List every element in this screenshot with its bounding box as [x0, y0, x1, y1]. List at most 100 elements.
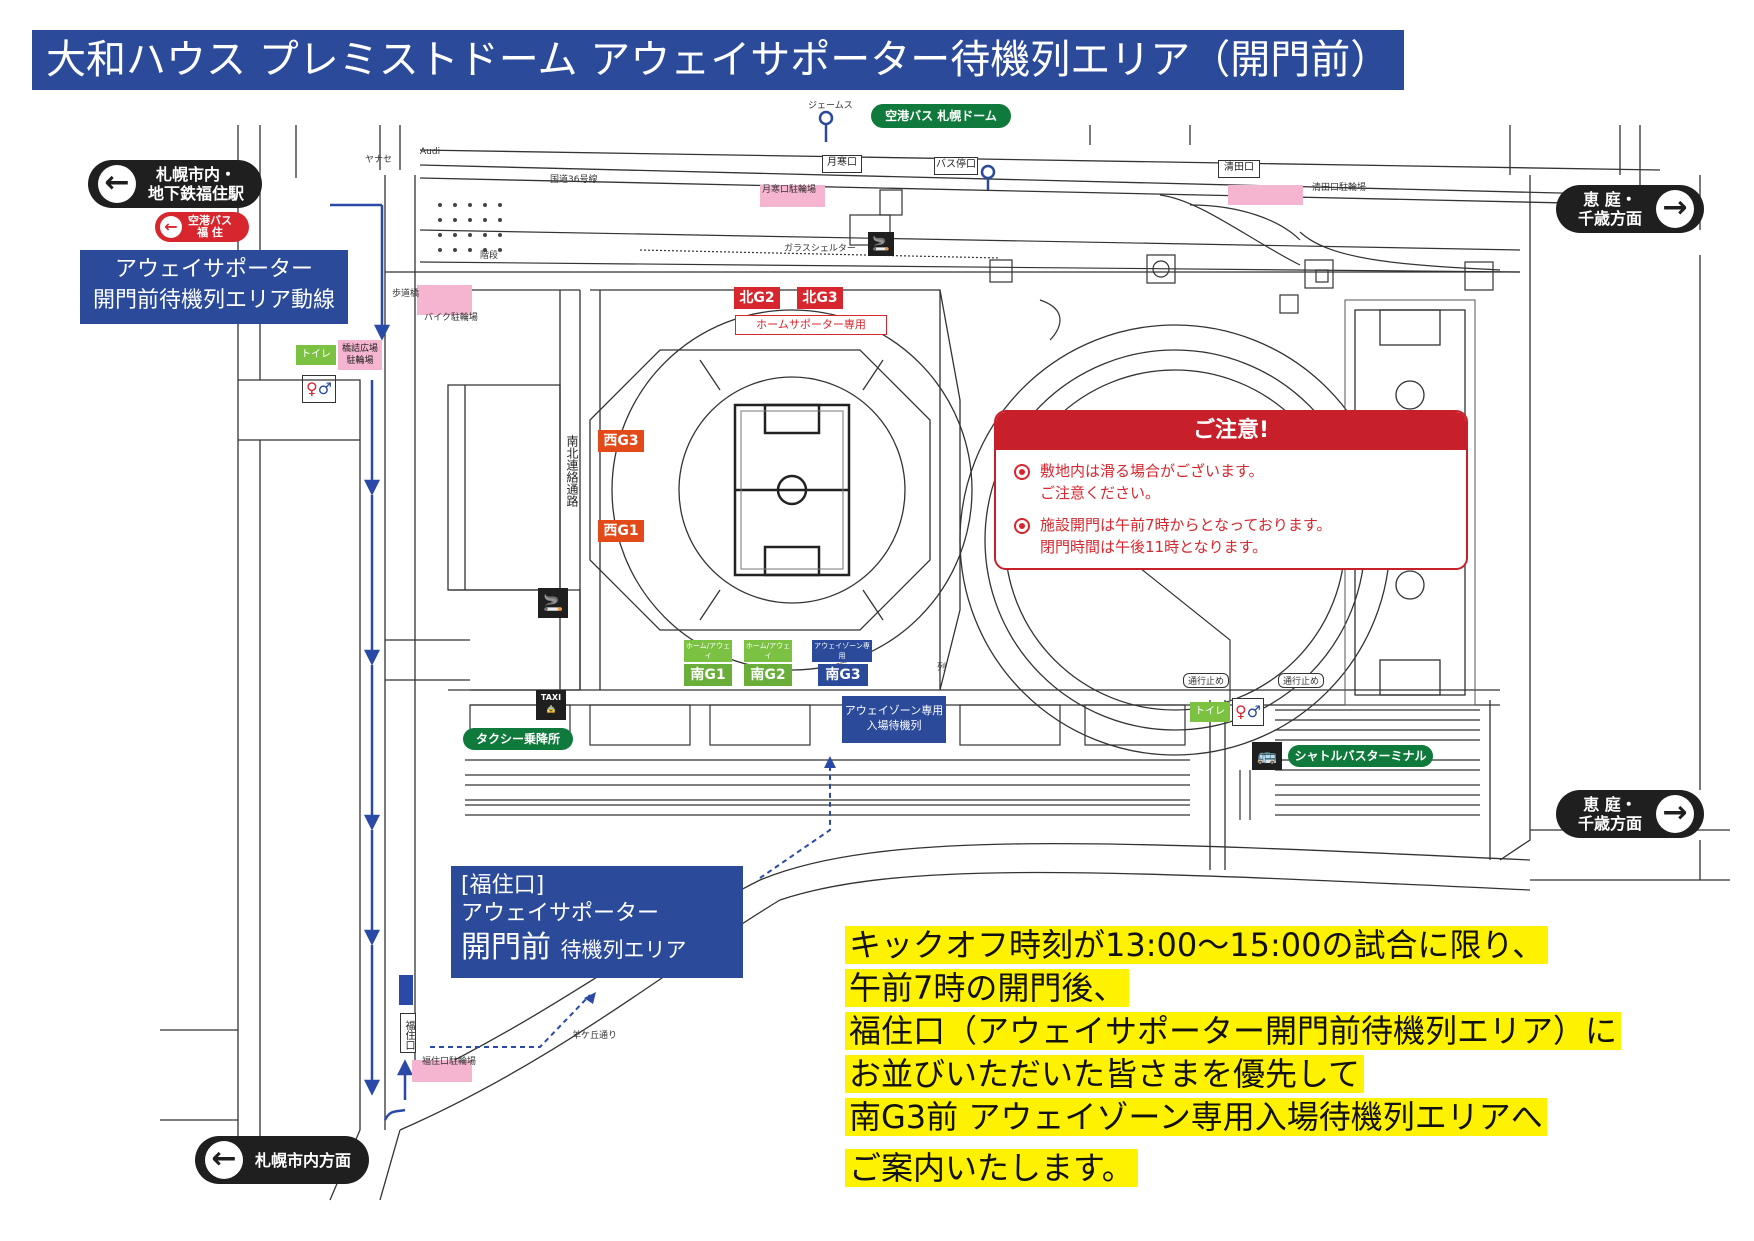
- taxi-icon-label: TAXI: [540, 693, 562, 702]
- label-ns-corridor: 南北連絡通路: [565, 435, 579, 507]
- gate-west-g3: 西G3: [598, 430, 644, 452]
- label-yanase: ヤナセ: [365, 155, 393, 165]
- bridge-plaza-bike-parking: 橋詰広場 駐輪場: [338, 340, 382, 370]
- label-stairs: 階段: [480, 251, 499, 261]
- legend-line1: アウェイサポーター: [114, 257, 313, 282]
- notice-line-5: 南G3前 アウェイゾーン専用入場待機列エリアへ: [845, 1097, 1547, 1137]
- direction-sapporo-fukuzumi: ← 札幌市内・地下鉄福住駅: [88, 160, 263, 208]
- away-zone-waiting-line-box: アウェイゾーン専用 入場待機列: [842, 696, 946, 743]
- gate-fukuzumi: 福住口: [400, 1013, 416, 1053]
- gate-kiyota: 清田口: [1218, 160, 1260, 178]
- waiting-area-gate: [福住口]: [461, 873, 545, 898]
- south-g2-note: ホーム/アウェイサポーター: [744, 640, 792, 670]
- direction-eniwa-chitose-mid: 恵 庭・千歳方面 →: [1556, 790, 1705, 838]
- label-row: 列: [937, 663, 947, 673]
- gate-bus-stop: バス停口: [934, 157, 978, 175]
- south-g3-note: アウェイゾーン専用入場口: [812, 640, 872, 670]
- smoking-area-icon: 🚬: [868, 232, 894, 256]
- zone-box-line2: 入場待機列: [866, 719, 922, 732]
- notice-text: 南G3前 アウェイゾーン専用入場待機列エリアへ: [845, 1098, 1547, 1136]
- toilet-label-right: トイレ: [1190, 702, 1230, 722]
- gate-north-g2: 北G2: [734, 287, 780, 309]
- caution-item-2-l1: 施設開門は午前7時からとなっております。: [1040, 516, 1332, 534]
- airport-bus-destination: 福 住: [197, 226, 223, 239]
- notice-text: ご案内いたします。: [845, 1149, 1138, 1187]
- shuttle-bus-terminal-badge: シャトルバスターミナル: [1288, 745, 1433, 767]
- label-glass-shelter: ガラスシェルター: [784, 244, 856, 254]
- arrow-right-icon: →: [1656, 190, 1695, 228]
- gate-south-g3: 南G3: [818, 664, 868, 686]
- waiting-area-supporters: アウェイサポーター: [461, 901, 660, 926]
- restroom-icon-right: ♀♂: [1232, 698, 1264, 726]
- bridge-plaza-bike-l2: 駐輪場: [346, 356, 374, 366]
- caution-item-1: 敷地内は滑る場合がございます。ご注意ください。: [1014, 460, 1466, 504]
- direction-label: 札幌市内方面: [255, 1150, 352, 1170]
- label-fukuzumi-bike: 福住口駐輪場: [422, 1057, 477, 1067]
- caution-box: ご注意! 敷地内は滑る場合がございます。ご注意ください。 施設開門は午前7時から…: [994, 410, 1468, 570]
- note-line1: ホーム/アウェイ: [685, 642, 731, 660]
- label-audi: Audi: [420, 147, 441, 157]
- label-bike-parking: バイク駐輪場: [424, 313, 478, 323]
- notice-line-2: 午前7時の開門後、: [845, 968, 1130, 1008]
- arrow-left-icon: ←: [160, 216, 182, 238]
- restroom-icon: ♀♂: [302, 375, 336, 403]
- bus-icon: 🚌: [1252, 742, 1282, 770]
- smoking-area-icon-west: 🚬: [538, 588, 568, 618]
- direction-label-line2: 千歳方面: [1578, 209, 1643, 228]
- home-supporters-only-label: ホームサポーター専用: [735, 315, 887, 335]
- gate-tsukisamu: 月寒口: [822, 155, 862, 173]
- arrow-left-icon: ←: [98, 165, 136, 203]
- gate-south-g2: 南G2: [744, 664, 792, 686]
- away-route-legend: アウェイサポーター 開門前待機列エリア動線: [80, 250, 348, 324]
- airport-bus-dome-badge: 空港バス 札幌ドーム: [871, 104, 1011, 128]
- notice-text: 午前7時の開門後、: [845, 969, 1130, 1007]
- road-closed-2: 通行止め: [1278, 673, 1325, 688]
- caution-item-2: 施設開門は午前7時からとなっております。閉門時間は午後11時となります。: [1014, 514, 1466, 558]
- label-route36: 国道36号線: [550, 175, 598, 185]
- notice-line-3: 福住口（アウェイサポーター開門前待機列エリア）に: [845, 1011, 1622, 1051]
- notice-line-1: キックオフ時刻が13:00〜15:00の試合に限り、: [845, 925, 1549, 965]
- gate-north-g3: 北G3: [797, 287, 843, 309]
- notice-line-6: ご案内いたします。: [845, 1148, 1138, 1188]
- label-tsukisamu-bike: 月寒口駐輪場: [762, 185, 817, 195]
- notice-text: キックオフ時刻が13:00〜15:00の試合に限り、: [845, 926, 1549, 964]
- direction-label-line1: 恵 庭・: [1583, 795, 1637, 814]
- label-kiyota-bike: 清田口駐輪場: [1312, 183, 1367, 193]
- direction-label-line1: 札幌市内・: [156, 165, 237, 184]
- direction-sapporo-city: ← 札幌市内方面: [195, 1136, 370, 1184]
- caution-item-1-l2: ご注意ください。: [1040, 484, 1161, 502]
- bullet-icon: [1014, 518, 1030, 534]
- arrow-left-icon: ←: [205, 1141, 243, 1179]
- caution-item-2-l2: 閉門時間は午後11時となります。: [1040, 538, 1268, 556]
- waiting-area-line: 待機列エリア: [560, 938, 687, 962]
- airport-bus-label: 空港バス: [188, 214, 232, 227]
- fukuzumi-waiting-area-box: [福住口] アウェイサポーター 開門前 待機列エリア: [451, 866, 743, 978]
- taxi-icon: TAXI🚖: [536, 690, 566, 720]
- toilet-label-left: トイレ: [296, 345, 336, 365]
- zone-box-line1: アウェイゾーン専用: [844, 704, 944, 717]
- label-hitsujigaoka-street: 羊ケ丘通り: [572, 1031, 618, 1041]
- label-james: ジェームス: [808, 101, 853, 111]
- legend-line2: 開門前待機列エリア動線: [92, 288, 335, 313]
- bullet-icon: [1014, 464, 1030, 480]
- arrow-right-icon: →: [1656, 795, 1695, 833]
- note-line1: アウェイゾーン専用: [814, 642, 870, 660]
- page-title: 大和ハウス プレミストドーム アウェイサポーター待機列エリア（開門前）: [32, 30, 1405, 90]
- taxi-stand-badge: タクシー乗降所: [463, 728, 573, 750]
- direction-label-line1: 恵 庭・: [1583, 190, 1637, 209]
- waiting-area-before-opening: 開門前: [461, 930, 551, 965]
- notice-text: 福住口（アウェイサポーター開門前待機列エリア）に: [845, 1012, 1622, 1050]
- direction-label-line2: 地下鉄福住駅: [148, 184, 245, 203]
- direction-label-line2: 千歳方面: [1578, 814, 1643, 833]
- note-line1: ホーム/アウェイ: [745, 642, 791, 660]
- notice-line-4: お並びいただいた皆さまを優先して: [845, 1054, 1365, 1094]
- notice-text: お並びいただいた皆さまを優先して: [845, 1055, 1365, 1093]
- direction-eniwa-chitose-top: 恵 庭・千歳方面 →: [1556, 185, 1705, 233]
- label-walkway: 歩道橋: [392, 289, 420, 299]
- caution-title: ご注意!: [996, 412, 1466, 450]
- gate-south-g1: 南G1: [684, 664, 732, 686]
- airport-bus-fukuzumi-sign: ← 空港バス福 住: [155, 212, 249, 242]
- bridge-plaza-bike-l1: 橋詰広場: [341, 344, 378, 354]
- south-g1-note: ホーム/アウェイサポーター: [684, 640, 732, 670]
